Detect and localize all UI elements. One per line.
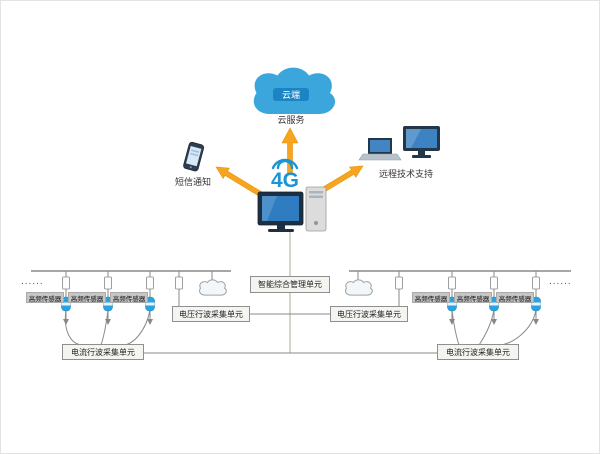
ground-arrow-icon (147, 319, 153, 325)
remote-support-label: 远程技术支持 (378, 169, 433, 179)
sms-label: 短信通知 (174, 177, 211, 187)
voltage-unit-left-box: 电压行波采集单元 (172, 306, 250, 322)
ground-arrows (63, 319, 539, 325)
bus-continuation-dots: ...... (21, 276, 44, 287)
ground-arrow-icon (63, 319, 69, 325)
current-unit-left-box: 电流行波采集单元 (62, 344, 144, 360)
management-unit-box: 智能综合管理单元 (250, 276, 330, 293)
ground-arrow-icon (449, 319, 455, 325)
phone-icon (183, 141, 205, 172)
computer-icon (257, 186, 327, 232)
uplink-arrow-icon (281, 127, 299, 176)
sensor-label: 高频传感器 (110, 292, 148, 303)
network-4g-label: 4G (270, 169, 299, 192)
line-cloud-right-icon (344, 279, 373, 296)
sensor-cable (451, 309, 460, 346)
sensor-label: 高频传感器 (496, 292, 534, 303)
fuse-icon (104, 276, 112, 290)
fuse-icon (146, 276, 154, 290)
ground-arrow-icon (533, 319, 539, 325)
sensor-label: 高频传感器 (412, 292, 450, 303)
cloud-service-label: 云服务 (277, 115, 305, 125)
current-unit-right-box: 电流行波采集单元 (437, 344, 519, 360)
ground-arrow-icon (105, 319, 111, 325)
laptop-icon (358, 138, 402, 161)
ground-arrow-icon (491, 319, 497, 325)
sensor-label: 高频传感器 (26, 292, 64, 303)
fuse-icon (490, 276, 498, 290)
sensor-cable (478, 309, 495, 346)
sensor-label: 高频传感器 (68, 292, 106, 303)
bus-continuation-dots: ...... (549, 276, 572, 287)
monitor-icon (403, 126, 440, 158)
fuse-symbols (62, 276, 540, 290)
line-cloud-left-icon (198, 279, 227, 296)
sensor-cable (498, 309, 537, 346)
cloud-badge: 云端 (273, 88, 309, 101)
fuse-icon (62, 276, 70, 290)
signal-arcs-icon (271, 158, 299, 170)
fuse-icon (395, 276, 403, 290)
fuse-icon (532, 276, 540, 290)
fuse-icon (175, 276, 183, 290)
sensor-label: 高频传感器 (454, 292, 492, 303)
sensor-cable (64, 309, 84, 346)
sensor-cable (100, 309, 109, 346)
sensor-cable (122, 309, 151, 346)
voltage-unit-right-box: 电压行波采集单元 (330, 306, 408, 322)
fuse-icon (448, 276, 456, 290)
